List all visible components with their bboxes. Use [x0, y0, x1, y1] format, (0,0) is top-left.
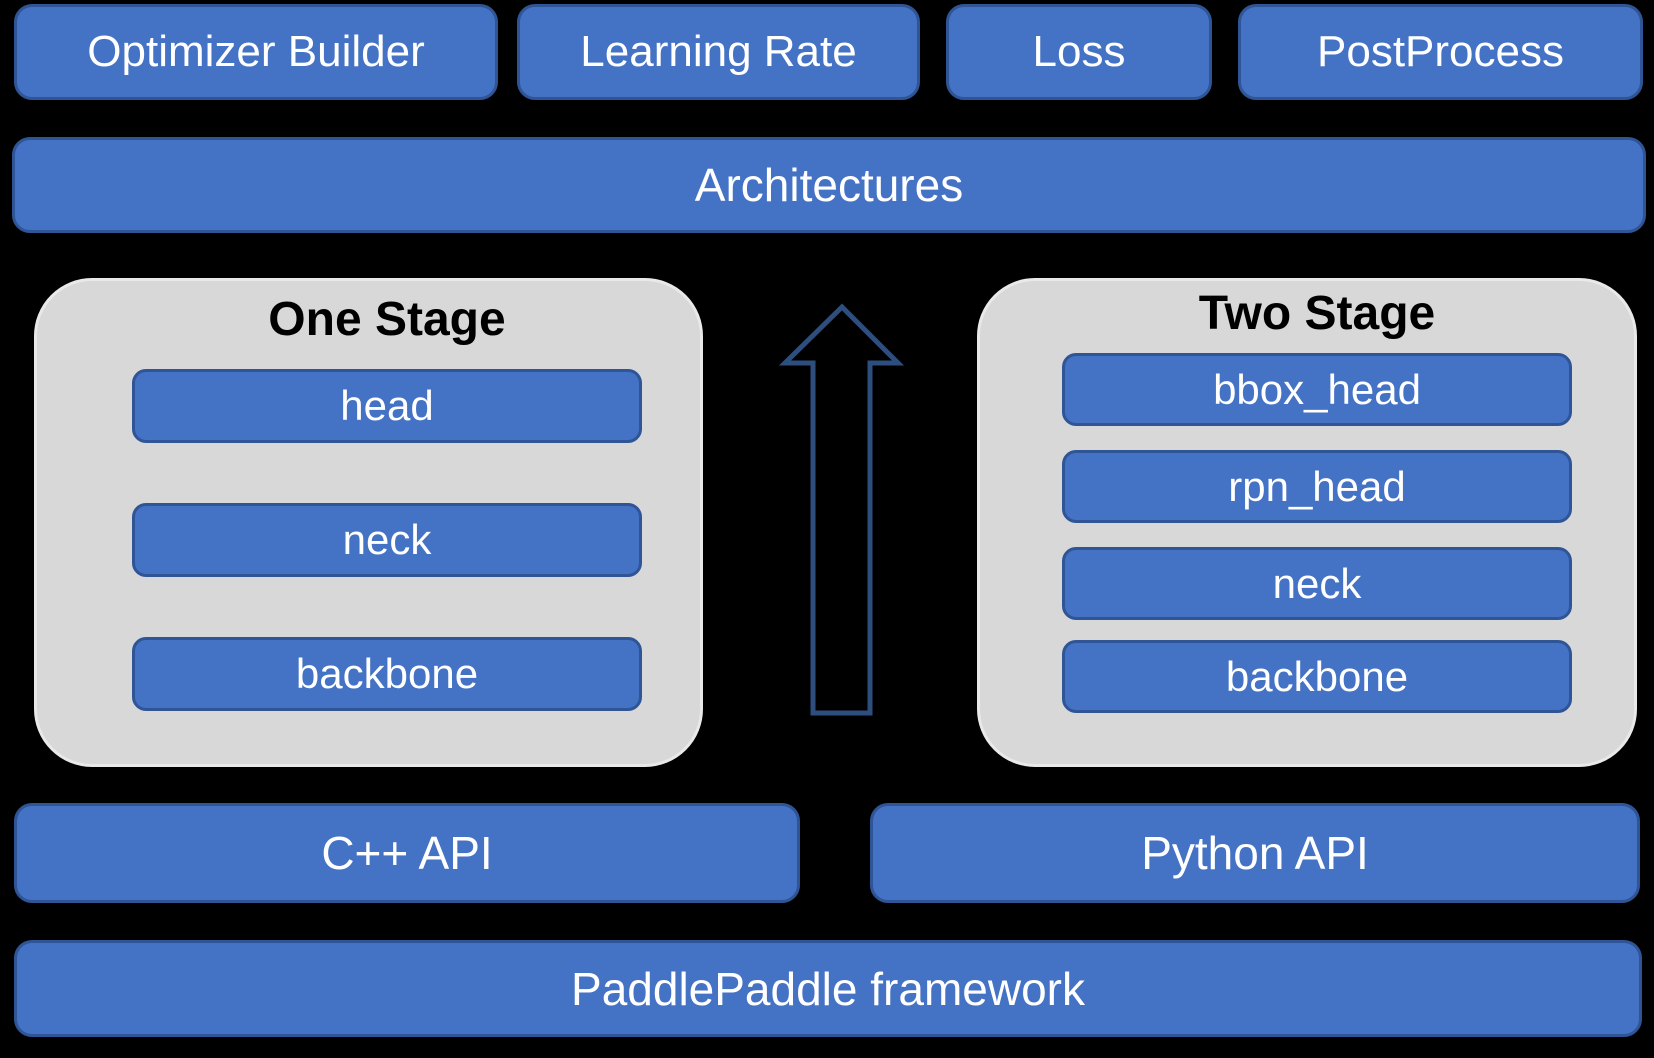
one-stage-backbone-bar: backbone — [132, 637, 642, 711]
one-stage-head-bar: head — [132, 369, 642, 443]
architectures-bar: Architectures — [12, 137, 1646, 233]
two-stage-bbox-head-bar: bbox_head — [1062, 353, 1572, 426]
one-stage-neck-bar: neck — [132, 503, 642, 577]
postprocess-box: PostProcess — [1238, 4, 1643, 100]
cpp-api-bar: C++ API — [14, 803, 800, 903]
paddlepaddle-framework-bar: PaddlePaddle framework — [14, 940, 1642, 1037]
loss-box: Loss — [946, 4, 1212, 100]
two-stage-neck-bar: neck — [1062, 547, 1572, 620]
two-stage-backbone-bar: backbone — [1062, 640, 1572, 713]
learning-rate-box: Learning Rate — [517, 4, 920, 100]
one-stage-title: One Stage — [268, 293, 506, 346]
optimizer-builder-box: Optimizer Builder — [14, 4, 498, 100]
two-stage-title: Two Stage — [1198, 287, 1436, 340]
two-stage-rpn-head-bar: rpn_head — [1062, 450, 1572, 523]
python-api-bar: Python API — [870, 803, 1640, 903]
